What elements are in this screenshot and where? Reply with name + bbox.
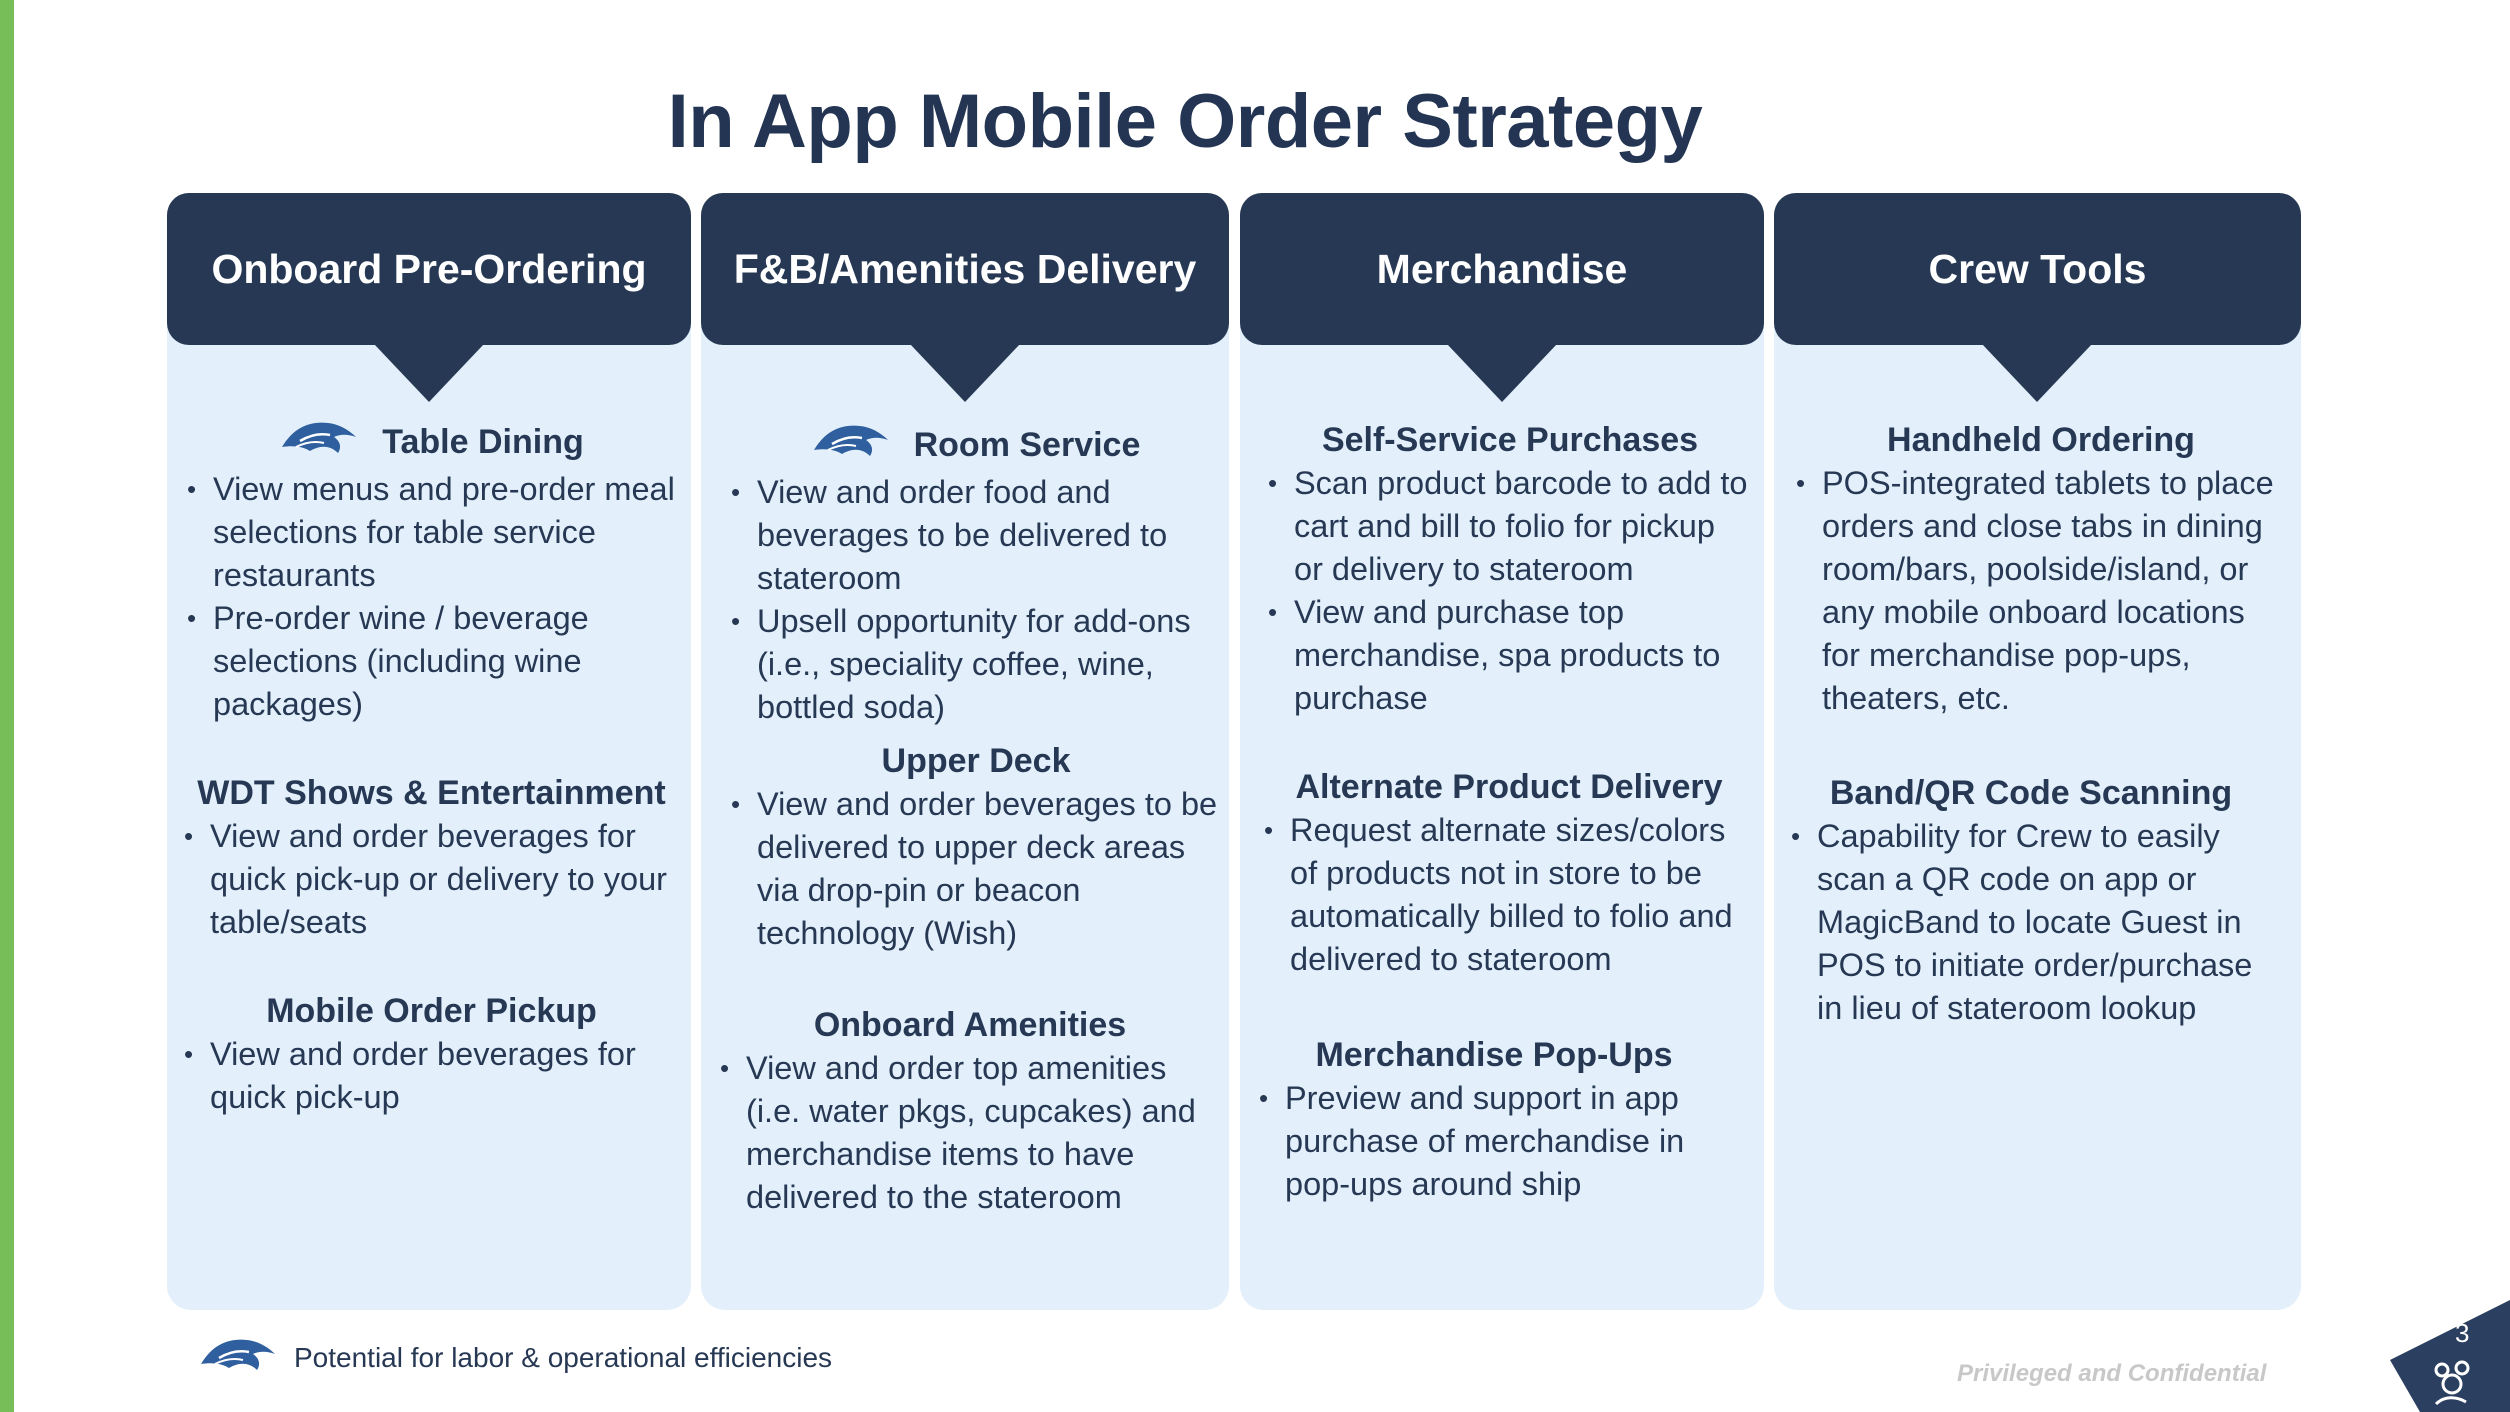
column-crew-tools: Crew Tools Handheld Ordering POS-integra… (1774, 193, 2301, 1310)
column-header-pointer (1982, 344, 2092, 402)
column-header: F&B/Amenities Delivery (701, 193, 1229, 345)
section-table-dining: Table Dining View menus and pre-order me… (187, 417, 677, 726)
column-header: Merchandise (1240, 193, 1764, 345)
bullet-item: View and order beverages for quick pick-… (184, 1033, 679, 1119)
section-mobile-order-pickup: Mobile Order Pickup View and order bever… (184, 991, 679, 1119)
section-title: Room Service (731, 420, 1221, 469)
section-title: Table Dining (187, 417, 677, 466)
section-title: Onboard Amenities (813, 1006, 1127, 1044)
column-fb-amenities-delivery: F&B/Amenities Delivery Room Service View… (701, 193, 1229, 1310)
cruise-line-flag-icon (812, 420, 890, 469)
bullet-item: View and purchase top merchandise, spa p… (1268, 591, 1752, 720)
section-title: Mobile Order Pickup (266, 992, 597, 1030)
section-title-text: Table Dining (382, 422, 584, 461)
bullet-item: View and order beverages to be delivered… (731, 783, 1221, 955)
bullet-item: View and order beverages for quick pick-… (184, 815, 679, 944)
bullet-item: Request alternate sizes/colors of produc… (1264, 809, 1754, 981)
footnote-text: Potential for labor & operational effici… (294, 1341, 833, 1373)
section-title-text: Room Service (913, 425, 1141, 464)
cruise-line-flag-icon (280, 417, 358, 466)
column-header-pointer (374, 344, 484, 402)
section-merchandise-pop-ups: Merchandise Pop-Ups Preview and support … (1259, 1035, 1729, 1206)
bullet-item: Capability for Crew to easily scan a QR … (1791, 815, 2271, 1030)
column-header-pointer (910, 344, 1020, 402)
bullet-item: Upsell opportunity for add-ons (i.e., sp… (731, 600, 1221, 729)
bullet-item: Preview and support in app purchase of m… (1259, 1077, 1729, 1206)
cruise-line-flag-icon (198, 1334, 278, 1381)
bullet-item: POS-integrated tablets to place orders a… (1796, 462, 2286, 720)
mickey-ship-logo-icon (2390, 1300, 2510, 1412)
column-header: Crew Tools (1774, 193, 2301, 345)
section-title: Upper Deck (881, 742, 1071, 780)
section-band-qr-code-scanning: Band/QR Code Scanning Capability for Cre… (1791, 773, 2271, 1030)
section-title: Band/QR Code Scanning (1829, 774, 2233, 812)
column-onboard-pre-ordering: Onboard Pre-Ordering Table Dining View m… (167, 193, 691, 1310)
column-header: Onboard Pre-Ordering (167, 193, 691, 345)
bullet-item: Scan product barcode to add to cart and … (1268, 462, 1752, 591)
section-title: Self-Service Purchases (1321, 421, 1699, 459)
section-room-service: Room Service View and order food and bev… (731, 420, 1221, 729)
section-title: Merchandise Pop-Ups (1315, 1036, 1673, 1074)
section-title: Handheld Ordering (1887, 421, 2195, 459)
section-upper-deck: Upper Deck View and order beverages to b… (731, 741, 1221, 955)
section-wdt-shows: WDT Shows & Entertainment View and order… (184, 773, 679, 944)
section-alternate-product-delivery: Alternate Product Delivery Request alter… (1264, 767, 1754, 981)
accent-bar (0, 0, 14, 1412)
column-header-pointer (1447, 344, 1557, 402)
bullet-item: View and order food and beverages to be … (731, 471, 1221, 600)
bullet-item: View menus and pre-order meal selections… (187, 468, 677, 597)
bullet-item: Pre-order wine / beverage selections (in… (187, 597, 677, 726)
page-title: In App Mobile Order Strategy (667, 79, 1703, 164)
section-title: Alternate Product Delivery (1295, 768, 1723, 806)
page-number: 3 (2455, 1318, 2470, 1348)
section-title: WDT Shows & Entertainment (197, 774, 666, 812)
section-onboard-amenities: Onboard Amenities View and order top ame… (720, 1005, 1220, 1219)
bullet-item: View and order top amenities (i.e. water… (720, 1047, 1220, 1219)
column-merchandise: Merchandise Self-Service Purchases Scan … (1240, 193, 1764, 1310)
confidential-label: Privileged and Confidential (1957, 1360, 2267, 1387)
section-self-service-purchases: Self-Service Purchases Scan product barc… (1268, 420, 1752, 720)
section-handheld-ordering: Handheld Ordering POS-integrated tablets… (1796, 420, 2286, 720)
legend-footnote: Potential for labor & operational effici… (198, 1334, 832, 1381)
